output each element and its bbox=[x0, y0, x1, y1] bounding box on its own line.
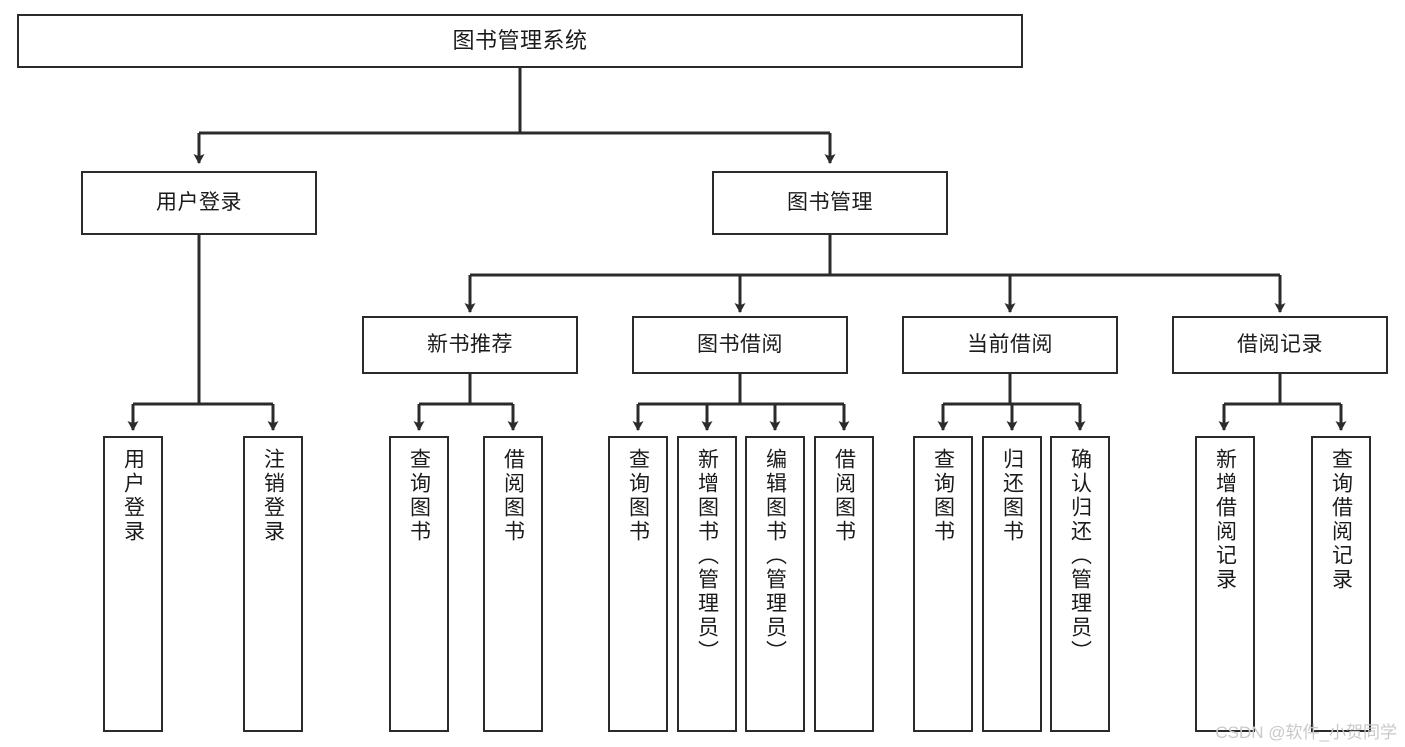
node-label: 注销登录 bbox=[261, 448, 285, 544]
node-leaf-add-borrow-record[interactable]: 新增借阅记录 bbox=[1195, 436, 1255, 732]
node-root-book-management-system[interactable]: 图书管理系统 bbox=[17, 14, 1023, 68]
node-label: 当前借阅 bbox=[967, 333, 1053, 357]
node-label: 归还图书 bbox=[1000, 448, 1024, 544]
node-label: 用户登录 bbox=[121, 448, 145, 544]
node-label: 图书管理系统 bbox=[452, 27, 588, 53]
node-label: 查询图书 bbox=[931, 448, 955, 544]
csdn-watermark: CSDN @软件_小贺同学 bbox=[1215, 723, 1397, 742]
node-leaf-query-book-current[interactable]: 查询图书 bbox=[913, 436, 973, 732]
node-leaf-confirm-return-admin[interactable]: 确认归还（管理员） bbox=[1050, 436, 1110, 732]
node-label: 借阅图书 bbox=[501, 448, 525, 544]
node-subbranch-borrow-record[interactable]: 借阅记录 bbox=[1172, 316, 1388, 374]
node-label: 查询图书 bbox=[407, 448, 431, 544]
node-leaf-edit-book-admin[interactable]: 编辑图书（管理员） bbox=[745, 436, 805, 732]
node-branch-user-login[interactable]: 用户登录 bbox=[81, 171, 317, 235]
node-label: 借阅图书 bbox=[832, 448, 856, 544]
node-label: 确认归还（管理员） bbox=[1068, 448, 1092, 664]
node-branch-book-management[interactable]: 图书管理 bbox=[712, 171, 948, 235]
node-leaf-query-borrow-record[interactable]: 查询借阅记录 bbox=[1311, 436, 1371, 732]
node-leaf-query-book-borrow[interactable]: 查询图书 bbox=[608, 436, 668, 732]
node-subbranch-new-book-recommend[interactable]: 新书推荐 bbox=[362, 316, 578, 374]
node-label: 查询图书 bbox=[626, 448, 650, 544]
node-leaf-add-book-admin[interactable]: 新增图书（管理员） bbox=[677, 436, 737, 732]
node-label: 用户登录 bbox=[156, 191, 242, 215]
node-leaf-user-login[interactable]: 用户登录 bbox=[103, 436, 163, 732]
node-label: 编辑图书（管理员） bbox=[763, 448, 787, 664]
node-label: 借阅记录 bbox=[1237, 333, 1323, 357]
node-label: 图书借阅 bbox=[697, 333, 783, 357]
node-label: 新增图书（管理员） bbox=[695, 448, 719, 664]
node-leaf-return-book[interactable]: 归还图书 bbox=[982, 436, 1042, 732]
node-label: 查询借阅记录 bbox=[1329, 448, 1353, 592]
node-label: 新书推荐 bbox=[427, 333, 513, 357]
node-leaf-query-book-recommend[interactable]: 查询图书 bbox=[389, 436, 449, 732]
node-leaf-borrow-book-recommend[interactable]: 借阅图书 bbox=[483, 436, 543, 732]
node-subbranch-current-borrow[interactable]: 当前借阅 bbox=[902, 316, 1118, 374]
node-label: 新增借阅记录 bbox=[1213, 448, 1237, 592]
node-leaf-logout[interactable]: 注销登录 bbox=[243, 436, 303, 732]
node-subbranch-book-borrow[interactable]: 图书借阅 bbox=[632, 316, 848, 374]
node-label: 图书管理 bbox=[787, 191, 873, 215]
node-leaf-borrow-book[interactable]: 借阅图书 bbox=[814, 436, 874, 732]
